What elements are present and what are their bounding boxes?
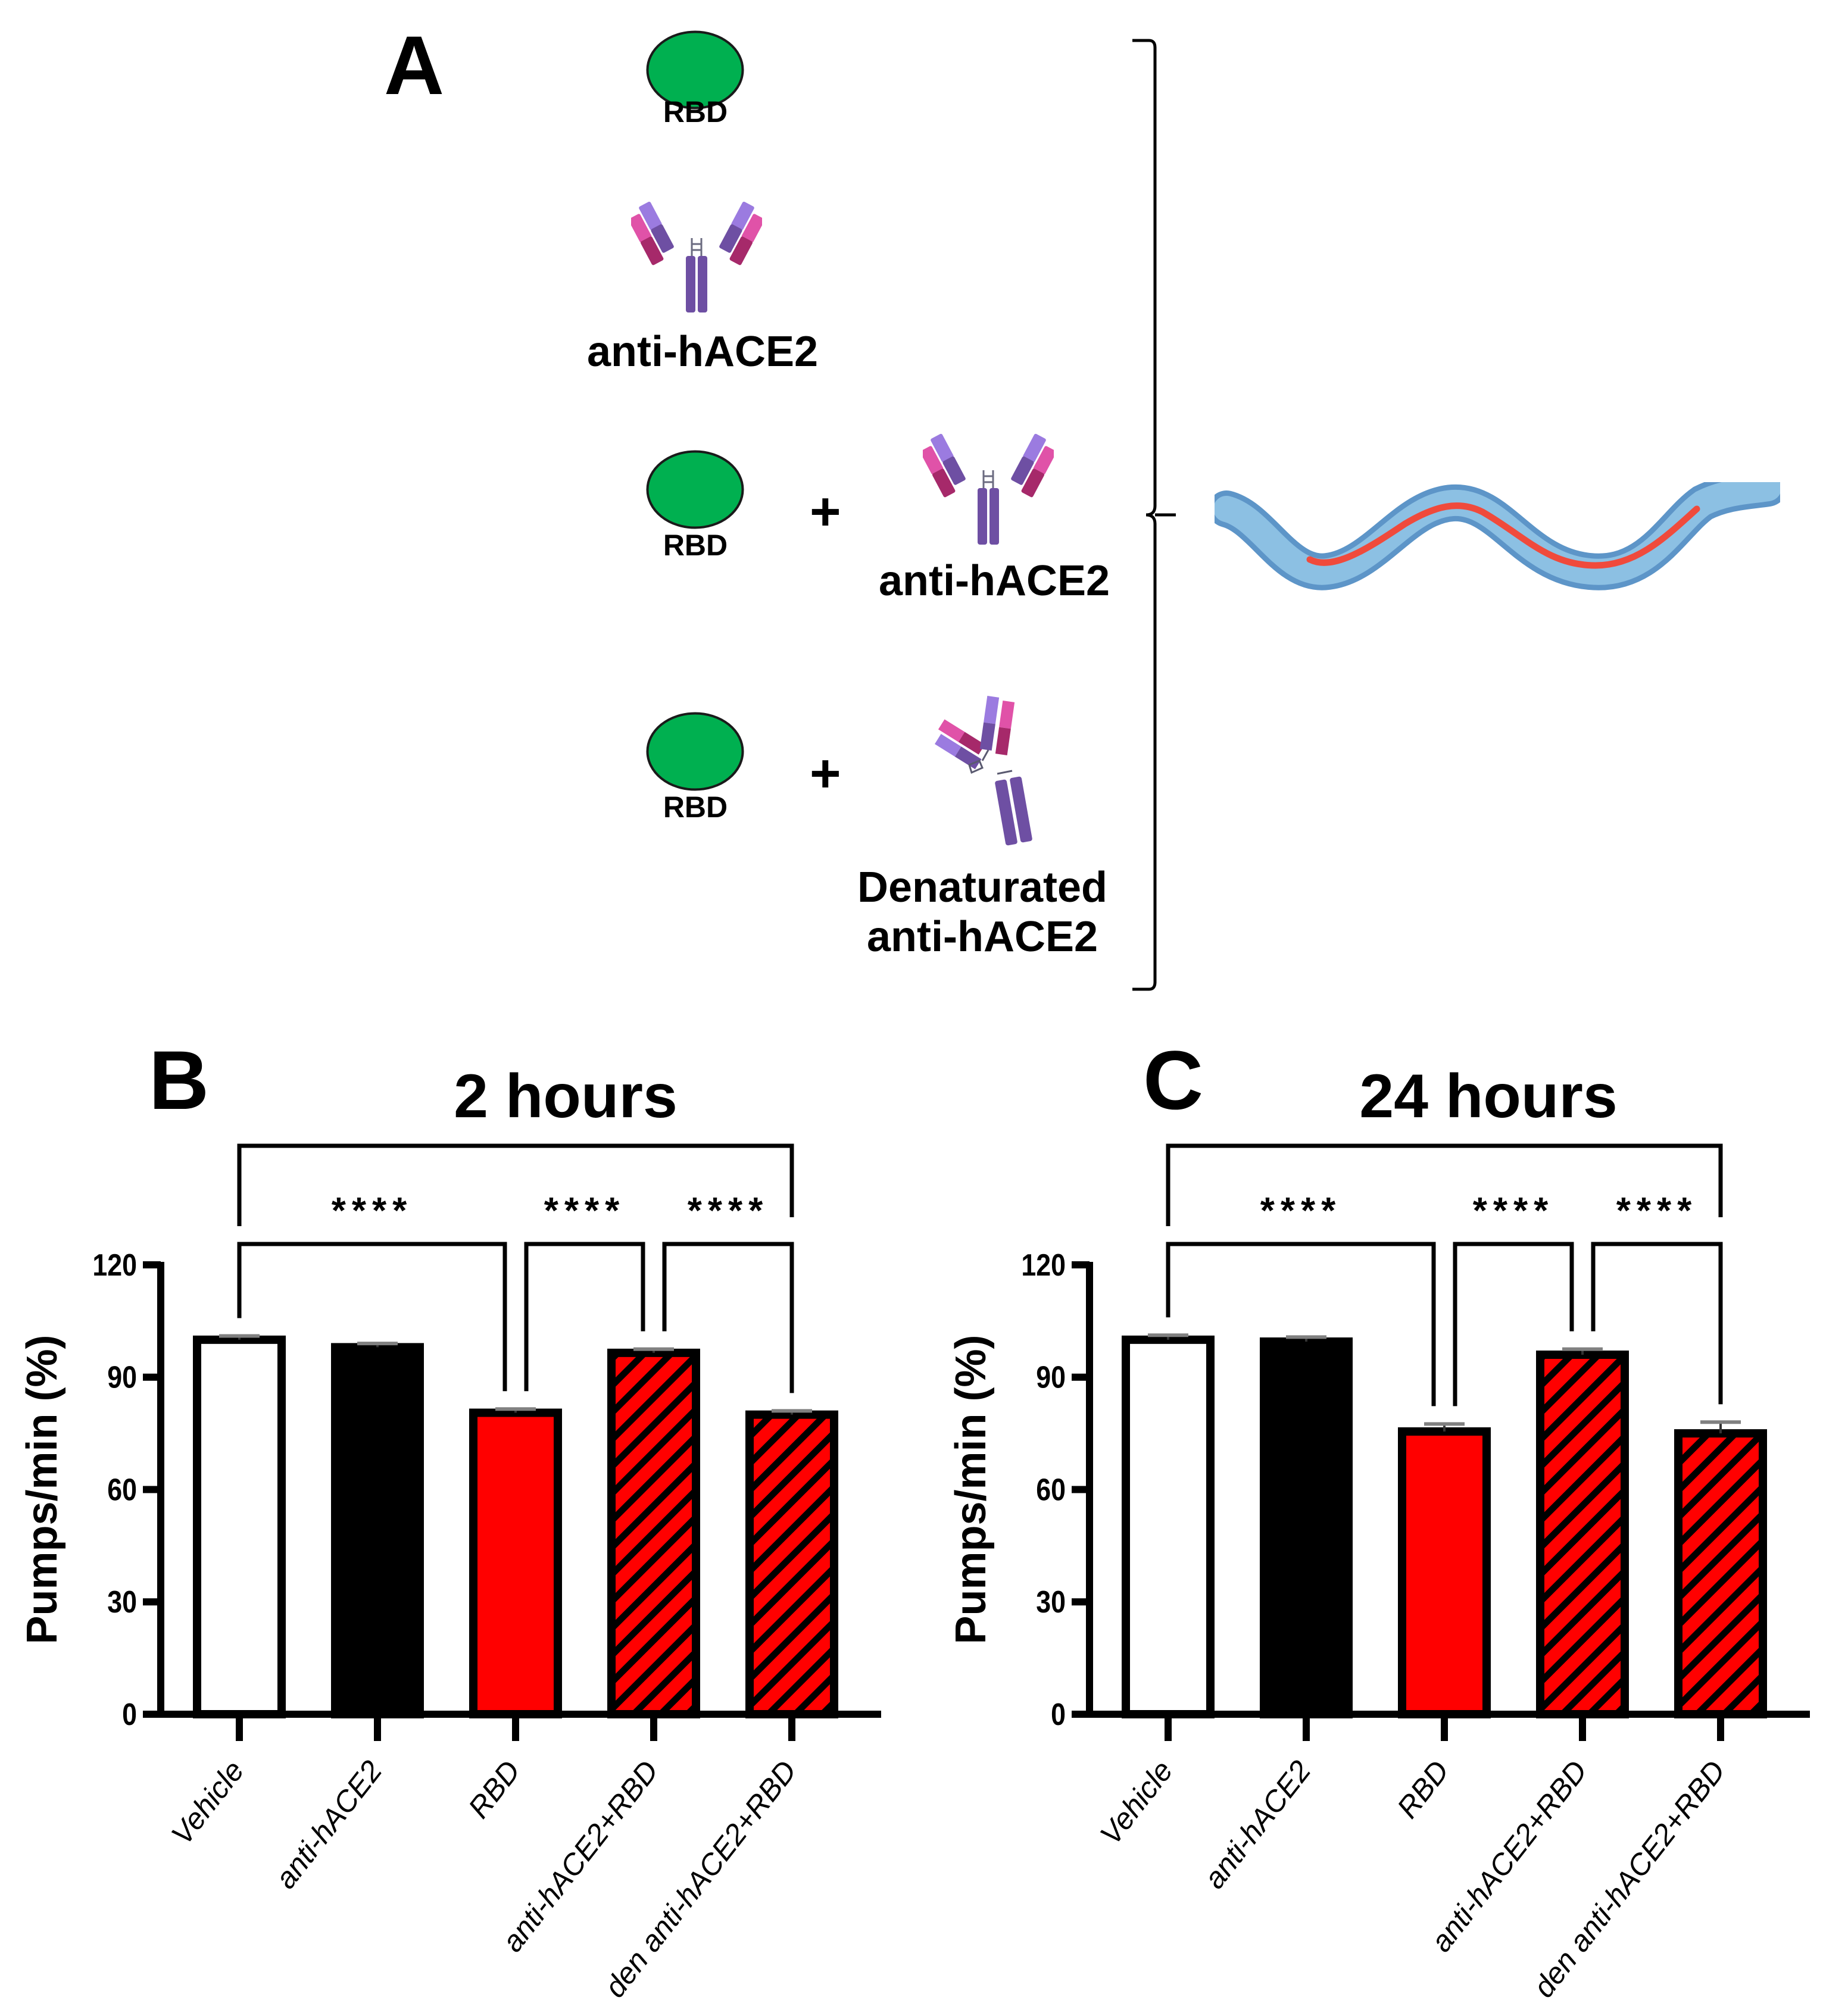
denatured-antibody-icon <box>893 690 1084 851</box>
significance-bracket <box>524 1242 645 1392</box>
c-elegans-worm-icon <box>1208 470 1787 607</box>
x-tick-label: anti-hACE2+RBD <box>495 1754 665 1958</box>
significance-bracket <box>237 1242 507 1392</box>
antibody-y-icon <box>920 414 1057 548</box>
anti-hace2-label: anti-hACE2 <box>878 557 1110 605</box>
panel-letter-c: C <box>1143 1033 1204 1127</box>
significance-stars: **** <box>475 1131 557 1133</box>
y-tick-label: 0 <box>122 1698 137 1732</box>
bar-anti-hace2-rbd <box>1536 1351 1629 1718</box>
significance-stars: **** <box>1473 1190 1554 1232</box>
x-tick-label: RBD <box>1391 1754 1456 1824</box>
bar-vehicle <box>193 1335 286 1719</box>
rbd-label: RBD <box>663 529 728 562</box>
bar-rbd <box>1398 1427 1491 1718</box>
significance-stars: **** <box>1260 1190 1342 1232</box>
y-tick-label: 90 <box>107 1361 137 1395</box>
plus-operator: + <box>810 482 841 542</box>
y-tick-label: 0 <box>1051 1698 1066 1732</box>
y-axis-label: Pumps/min (%) <box>18 1334 66 1644</box>
y-tick-label: 60 <box>107 1473 137 1507</box>
y-tick-label: 120 <box>1021 1248 1066 1283</box>
panel-letter-b: B <box>149 1033 210 1127</box>
significance-bracket <box>1453 1242 1574 1406</box>
y-tick-label: 120 <box>92 1248 137 1283</box>
y-tick-label: 60 <box>1036 1473 1066 1507</box>
significance-stars: **** <box>332 1190 413 1232</box>
bar-vehicle <box>1122 1335 1215 1719</box>
panel-letter-a: A <box>384 18 445 112</box>
x-tick-label: Vehicle <box>1094 1754 1179 1851</box>
denatured-label-line1: Denaturated <box>857 864 1108 911</box>
rbd-icon <box>646 30 744 110</box>
rbd-label: RBD <box>663 790 728 824</box>
x-tick-label: Vehicle <box>165 1754 251 1851</box>
x-tick-label: anti-hACE2 <box>269 1754 389 1895</box>
y-tick-label: 30 <box>1036 1585 1066 1620</box>
plus-operator: + <box>810 744 841 804</box>
significance-bracket <box>1166 1143 1723 1226</box>
y-tick-label: 30 <box>107 1585 137 1620</box>
rbd-icon <box>646 449 744 530</box>
x-tick-label: RBD <box>462 1754 527 1824</box>
anti-hace2-label: anti-hACE2 <box>586 328 819 376</box>
bar-den-anti-hace2-rbd <box>745 1410 838 1718</box>
bar-anti-hace2 <box>1260 1337 1353 1718</box>
bar-den-anti-hace2-rbd <box>1674 1429 1767 1718</box>
rbd-icon <box>646 711 744 792</box>
y-axis-label: Pumps/min (%) <box>947 1334 995 1644</box>
chart-c-title: 24 hours <box>1359 1062 1618 1131</box>
bar-rbd <box>469 1408 562 1718</box>
significance-bracket <box>1591 1242 1723 1405</box>
chart-b-title: 2 hours <box>454 1062 678 1131</box>
significance-stars: **** <box>688 1190 769 1232</box>
bar-anti-hace2-rbd <box>607 1348 700 1718</box>
rbd-label: RBD <box>663 95 728 129</box>
significance-bracket <box>662 1242 794 1393</box>
significance-bracket <box>1166 1242 1436 1406</box>
denatured-anti-hace2-label: Denaturated anti-hACE2 <box>834 863 1131 962</box>
grouping-brace <box>1131 36 1179 994</box>
y-tick-label: 90 <box>1036 1361 1066 1395</box>
significance-stars: **** <box>1616 1190 1698 1232</box>
bar-anti-hace2 <box>331 1343 424 1718</box>
denatured-label-line2: anti-hACE2 <box>866 912 1098 961</box>
significance-stars: **** <box>1404 1131 1485 1133</box>
x-tick-label: anti-hACE2 <box>1197 1754 1318 1895</box>
significance-stars: **** <box>544 1190 626 1232</box>
significance-bracket <box>237 1143 794 1226</box>
x-tick-label: anti-hACE2+RBD <box>1424 1754 1594 1958</box>
antibody-y-icon <box>628 182 765 315</box>
